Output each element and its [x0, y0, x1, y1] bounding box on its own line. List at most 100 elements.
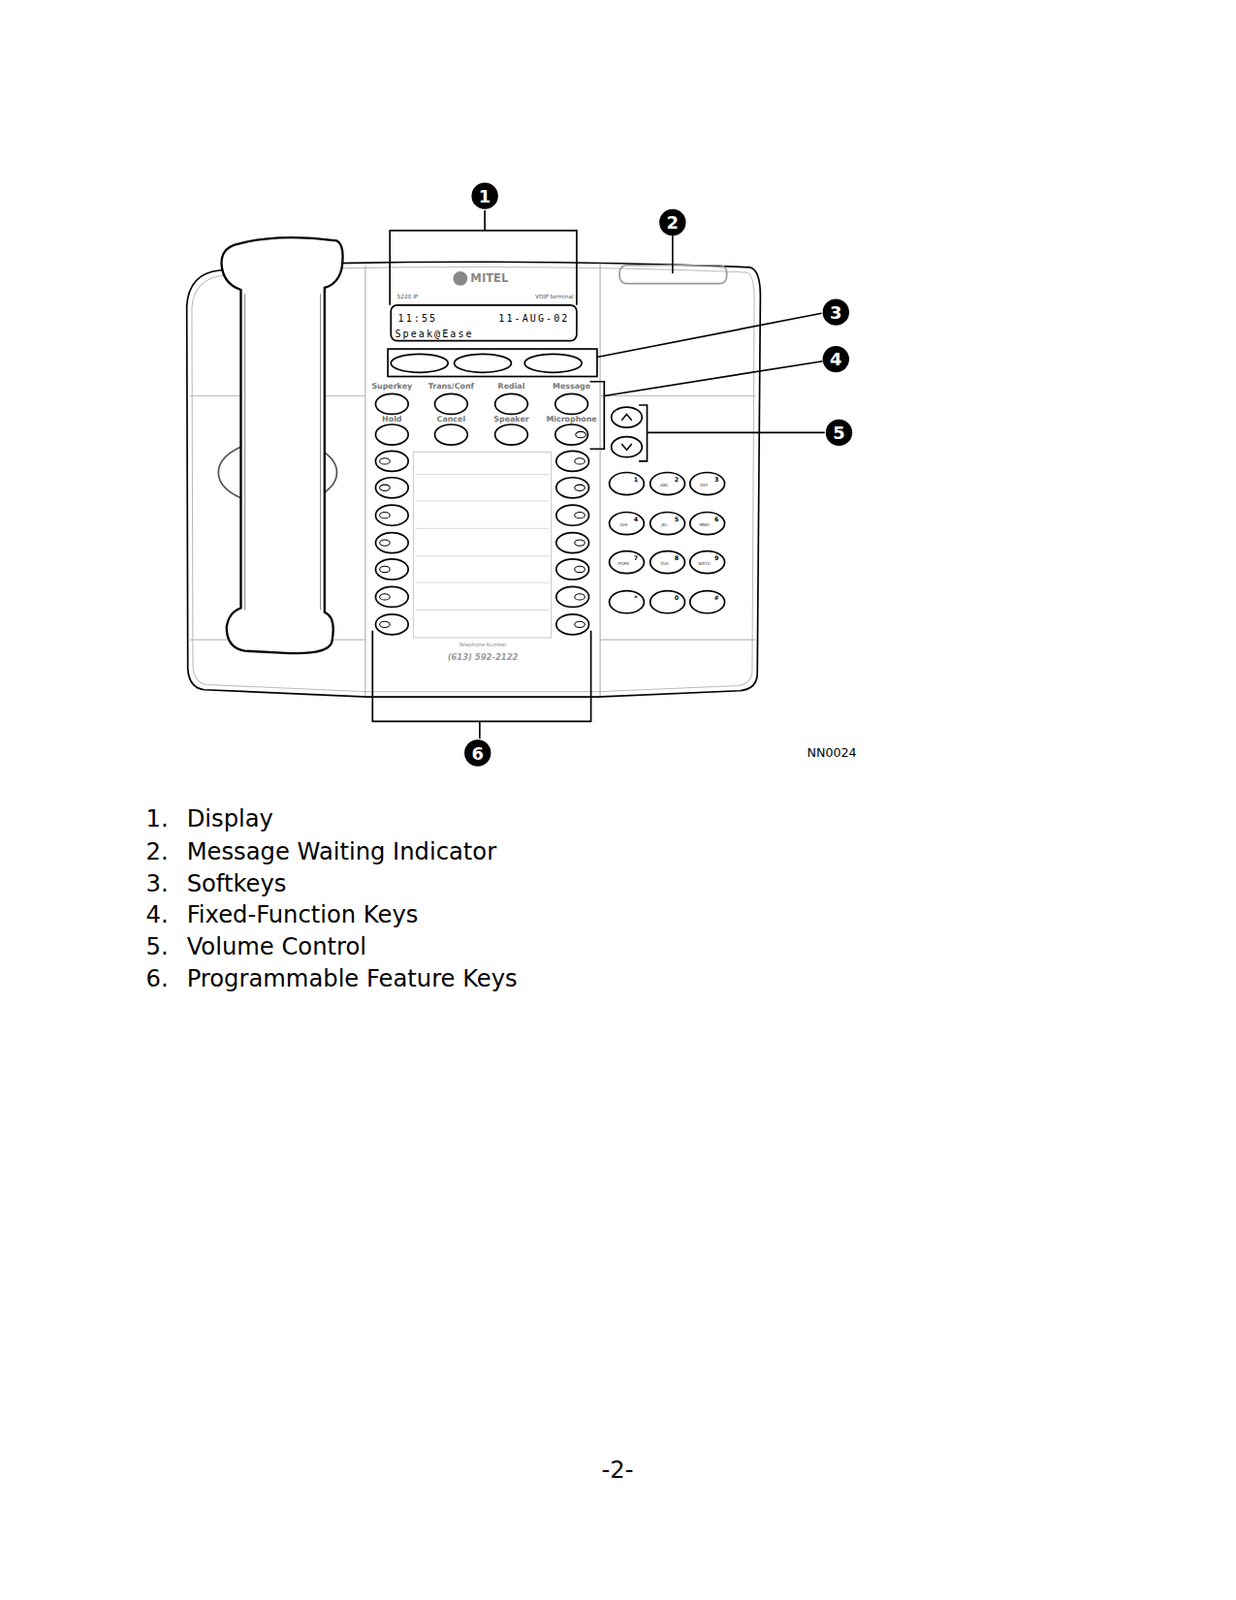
key-led: [380, 566, 391, 572]
card-line: [415, 555, 550, 557]
feature-key: [375, 450, 409, 472]
card-line: [415, 474, 550, 476]
key-led: [574, 594, 586, 601]
keypad-letters: TUV: [660, 562, 669, 567]
callout-number: 5: [832, 425, 845, 444]
card-line: [415, 637, 550, 639]
feature-key: [556, 533, 590, 554]
key-led: [380, 512, 391, 519]
feature-key: [556, 614, 590, 635]
card-line: [415, 582, 550, 584]
callout-number: 4: [829, 351, 842, 370]
list-item: Programmable Feature Keys: [187, 967, 518, 991]
feature-key: [556, 586, 590, 607]
keypad-digit: 5: [674, 516, 679, 523]
list-number: 1.: [146, 807, 169, 831]
list-number: 4.: [146, 903, 169, 927]
keypad-digit: 6: [714, 516, 719, 523]
keypad-digit: 7: [633, 555, 638, 562]
list-number: 6.: [146, 967, 169, 991]
card-line: [415, 528, 550, 530]
phone-number: (613) 592-2122: [447, 654, 519, 663]
callout-number: 6: [471, 745, 483, 763]
keypad-letters: GHI: [619, 523, 628, 528]
key-label: Hold: [381, 415, 402, 424]
keypad-key: [650, 551, 686, 574]
keypad-key: [609, 512, 645, 536]
card-line: [415, 609, 550, 611]
feature-key: [375, 505, 409, 526]
display-text: 11-AUG-02: [498, 313, 570, 323]
keypad-letters: PQRS: [618, 562, 630, 567]
feature-key: [375, 559, 409, 580]
model-label: VOIP terminal: [535, 293, 574, 300]
keypad-key: [690, 472, 726, 495]
callout-number: 3: [829, 304, 842, 322]
key-label: Redial: [498, 382, 526, 391]
key-label: Microphone: [545, 415, 597, 424]
key-label: Superkey: [371, 382, 412, 391]
key-led: [574, 484, 586, 491]
key-led: [380, 484, 391, 491]
feature-key: [556, 450, 590, 472]
keypad-digit: 9: [714, 555, 719, 562]
key-label: Trans/Conf: [428, 382, 475, 391]
keypad-key: [650, 591, 686, 614]
keypad-digit: *: [633, 595, 637, 602]
keypad-digit: 8: [674, 555, 679, 562]
keypad-key: [650, 472, 686, 495]
keypad-letters: WXYZ: [697, 562, 711, 567]
key-led: [574, 621, 586, 628]
callout-number: 2: [666, 215, 679, 233]
key-label: Cancel: [437, 415, 466, 424]
callout-number: 1: [478, 188, 491, 206]
list-number: 3.: [146, 872, 169, 896]
feature-key: [375, 614, 409, 635]
list-item: Volume Control: [187, 935, 367, 959]
keypad-key: [609, 591, 645, 614]
display-text: 11:55: [398, 313, 439, 323]
model-label: 5220 IP: [397, 293, 419, 300]
feature-key: [556, 505, 590, 526]
keypad-digit: 2: [674, 476, 679, 483]
keypad-letters: ABC: [660, 483, 669, 488]
key-label: Speaker: [493, 415, 529, 424]
list-item: Softkeys: [187, 872, 287, 896]
keypad-key: [609, 551, 645, 574]
keypad-digit: 0: [674, 595, 679, 602]
keypad-digit: 3: [714, 476, 719, 483]
key-led: [574, 512, 586, 519]
list-item: Message Waiting Indicator: [187, 840, 497, 864]
keypad-digit: 4: [633, 516, 638, 523]
feature-key: [375, 586, 409, 607]
keypad-letters: DEF: [699, 483, 708, 488]
feature-key: [375, 477, 409, 499]
page-number: -2-: [602, 1458, 634, 1483]
list-item: Fixed-Function Keys: [187, 903, 419, 927]
brand-logo: MITEL: [470, 273, 508, 286]
keypad-key: [650, 512, 686, 536]
feature-key: [556, 477, 590, 499]
key-led: [380, 621, 391, 628]
display-text: Speak@Ease: [394, 328, 474, 339]
keypad-key: [690, 591, 726, 614]
keypad-key: [609, 472, 645, 495]
key-led: [574, 566, 586, 572]
key-led: [380, 594, 391, 601]
card-label: Telephone Number: [458, 642, 508, 648]
key-label: Message: [552, 382, 591, 391]
keypad-letters: JKL: [661, 523, 667, 528]
keypad-key: [690, 512, 726, 536]
figure-id: NN0024: [807, 747, 857, 761]
keypad-key: [690, 551, 726, 574]
keypad-letters: MNO: [698, 523, 709, 528]
list-number: 5.: [146, 935, 169, 959]
feature-key: [375, 533, 409, 554]
key-led: [380, 458, 391, 465]
list-number: 2.: [146, 840, 169, 864]
card-line: [415, 500, 550, 502]
key-led: [380, 539, 391, 546]
